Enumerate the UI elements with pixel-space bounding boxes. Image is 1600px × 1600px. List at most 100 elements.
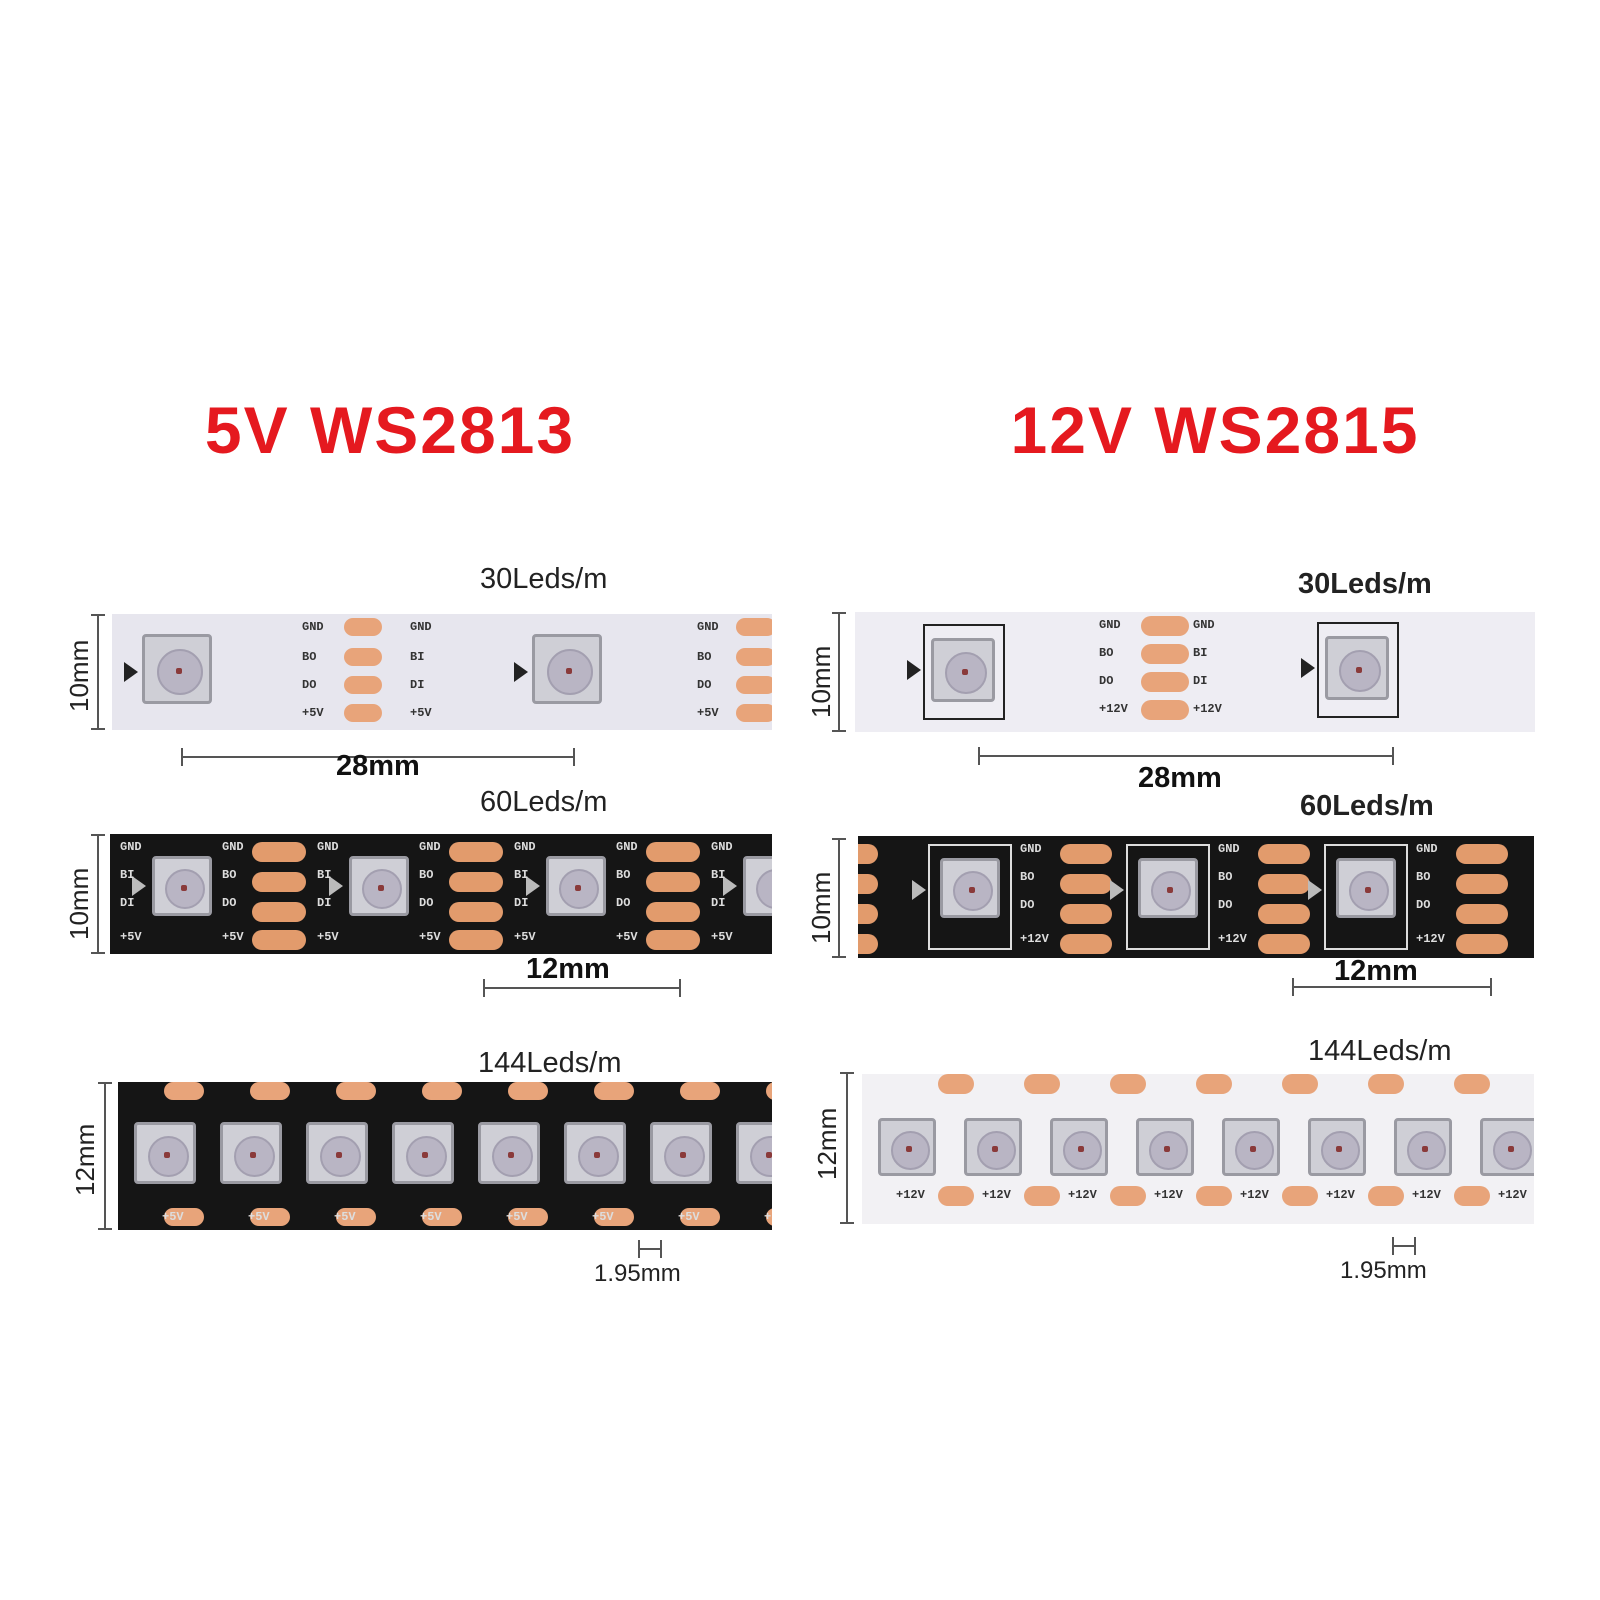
copper-pad [1110,1186,1146,1206]
copper-pad [766,1082,772,1100]
right-30-width-label: 10mm [806,645,836,718]
pad-label: +5V [222,930,244,944]
led-5050 [1136,1118,1194,1176]
pad-label: GND [697,620,719,634]
led-chip [1250,1146,1256,1152]
copper-pad [344,704,382,722]
pad-label: BI [711,868,726,882]
left-60-density-label: 60Leds/m [480,786,608,818]
pad-label: +12V [1498,1188,1527,1202]
pad-label: +12V [1020,932,1049,946]
copper-pad [1456,844,1508,864]
direction-arrow [329,876,343,896]
led-5050 [1050,1118,1108,1176]
copper-pad [736,704,772,722]
direction-arrow [124,662,138,682]
copper-pad [449,902,503,922]
led-5050 [1308,1118,1366,1176]
led-chip [176,668,182,674]
pad-label: GND [1020,842,1042,856]
title-5v-ws2813: 5V WS2813 [204,393,576,467]
copper-pad [1060,904,1112,924]
left-30-width-label: 10mm [64,639,94,712]
left-30-pitch-bar [181,748,575,766]
led-chip [181,885,187,891]
pad-label: BI [120,868,135,882]
copper-pad [736,676,772,694]
copper-pad [449,930,503,950]
pad-label: BI [1193,646,1208,660]
right-144-density-label: 144Leds/m [1308,1035,1452,1067]
pad-label: DI [120,896,135,910]
copper-pad [1258,934,1310,954]
copper-pad [736,618,772,636]
copper-pad [344,648,382,666]
led-lens [1349,871,1390,912]
pad-label: BO [1218,870,1233,884]
title-12v-ws2815: 12V WS2815 [1010,393,1420,467]
led-chip [962,669,968,675]
right-60-density-label: 60Leds/m [1300,790,1434,822]
led-chip [508,1152,514,1158]
pad-label: +5V [711,930,733,944]
pad-label: BI [410,650,425,664]
right-30-pitch-label: 28mm [1138,762,1222,794]
copper-pad [594,1082,634,1100]
pad-label: +5V [334,1210,356,1224]
led-5050 [349,856,409,916]
led-chip [1356,667,1362,673]
pad-label: DO [1020,898,1035,912]
pad-label: +5V [506,1210,528,1224]
led-chip [1078,1146,1084,1152]
copper-pad [252,842,306,862]
led-chip [594,1152,600,1158]
led-chip [575,885,581,891]
led-5050 [964,1118,1022,1176]
copper-pad [1141,616,1189,636]
pad-label: +12V [1218,932,1247,946]
pad-label: +5V [678,1210,700,1224]
pad-label: DI [1193,674,1208,688]
pad-label: GND [1416,842,1438,856]
led-lens [156,648,203,695]
copper-pad [1258,874,1310,894]
left-30-density-label: 30Leds/m [480,563,608,595]
copper-pad [1196,1074,1232,1094]
copper-pad [250,1082,290,1100]
copper-pad [252,930,306,950]
copper-pad [1368,1074,1404,1094]
pad-label: GND [1193,618,1215,632]
copper-pad [422,1082,462,1100]
pad-label: GND [302,620,324,634]
pad-label: +5V [616,930,638,944]
left-30-width-bar [91,614,105,730]
copper-pad [1454,1186,1490,1206]
pad-label: DO [302,678,317,692]
pad-label: GND [1099,618,1121,632]
copper-pad [680,1208,720,1226]
led-5050 [564,1122,626,1184]
right-144-pitch-bar [1392,1237,1416,1255]
pad-label: +12V [1099,702,1128,716]
direction-arrow [912,880,926,900]
copper-pad [449,842,503,862]
copper-pad [1141,672,1189,692]
pad-label: +12V [1154,1188,1183,1202]
copper-pad [858,874,878,894]
led-chip [766,1152,772,1158]
led-5050 [478,1122,540,1184]
copper-pad [449,872,503,892]
pad-label: BI [317,868,332,882]
led-5050 [306,1122,368,1184]
copper-pad [508,1208,548,1226]
pad-label: +12V [1068,1188,1097,1202]
led-lens [1406,1130,1446,1170]
left-60-pitch-label: 12mm [526,953,610,985]
copper-pad [1060,934,1112,954]
pad-label: +12V [1193,702,1222,716]
right-60-width-bar [832,838,846,958]
pad-label: DI [514,896,529,910]
direction-arrow [132,876,146,896]
right-60-pitch-bar [1292,978,1492,996]
